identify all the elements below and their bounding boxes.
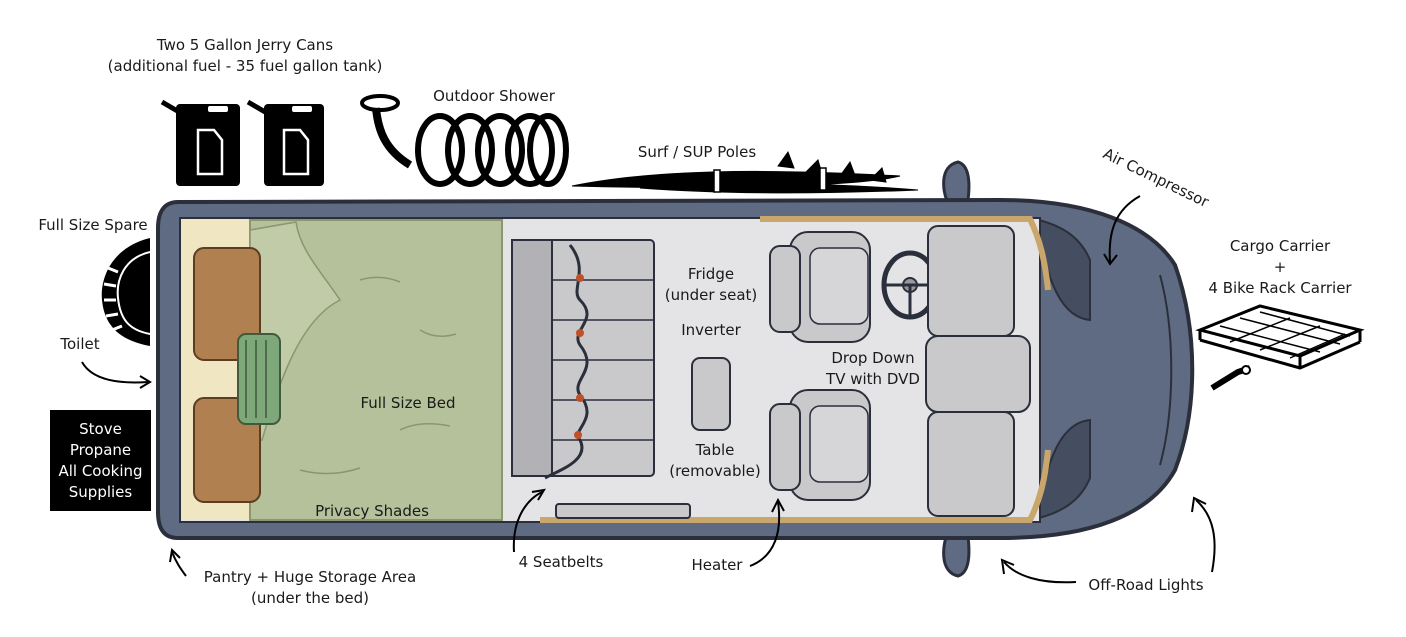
label-cargo-carrier-line2: 4 Bike Rack Carrier [1208,279,1352,297]
windshield-lower [1028,418,1091,522]
label-jerry-cans-line1: Two 5 Gallon Jerry Cans [156,36,334,54]
front-seat-bottom [769,389,871,501]
label-surf-poles: Surf / SUP Poles [637,143,757,161]
buckle-3 [576,394,584,402]
label-fridge-line2: (under seat) [664,286,758,304]
label-heater: Heater [691,556,743,574]
stove-box-line2: Propane [69,440,132,459]
trim-bottom [540,449,1051,523]
pillow-top [193,247,261,361]
label-fridge-line1: Fridge [687,265,735,283]
label-cargo-carrier-line1: Cargo Carrier [1229,237,1331,255]
bench-backrest [511,239,553,477]
label-privacy-shades: Privacy Shades [315,502,429,520]
cushion [237,333,281,425]
label-drop-down-tv: Drop Down TV with DVD [812,348,934,390]
trim-top [760,216,1051,291]
surfboard-icon [571,150,919,194]
hose-icon [360,94,569,187]
stove-box-line1: Stove [79,419,122,438]
label-table: Table (removable) [660,440,770,482]
table [691,357,731,431]
stove-box-line4: Supplies [68,482,133,501]
label-full-size-bed: Full Size Bed [360,394,456,412]
label-pantry: Pantry + Huge Storage Area (under the be… [190,567,430,609]
label-pantry-line2: (under the bed) [250,589,370,607]
label-inverter: Inverter [681,321,741,339]
label-jerry-cans-line2: (additional fuel - 35 fuel gallon tank) [107,57,383,75]
cushion-stripes [245,340,267,418]
arrow-icon [1191,496,1216,573]
label-toilet: Toilet [60,335,100,353]
bench-lines [552,279,654,441]
label-pantry-line1: Pantry + Huge Storage Area [203,568,417,586]
arrow-icon [1000,558,1077,584]
label-seatbelts: 4 Seatbelts [518,553,604,571]
arrow-icon [749,497,785,567]
spare-tire-icon [101,238,151,346]
seatbelt-strap [544,244,589,480]
label-air-compressor: Air Compressor [1100,144,1212,211]
jerry-can-icon [160,99,240,186]
label-table-line1: Table [695,441,735,459]
arrow-icon [1103,195,1141,266]
bed-creases [299,276,457,475]
stove-propane-box: Stove Propane All Cooking Supplies [50,410,151,511]
label-drop-down-line2: TV with DVD [826,370,920,388]
label-jerry-cans: Two 5 Gallon Jerry Cans (additional fuel… [90,35,400,77]
label-outdoor-shower: Outdoor Shower [433,87,555,105]
step [555,503,691,519]
label-fridge: Fridge (under seat) [656,264,766,306]
label-table-line2: (removable) [669,462,761,480]
buckle-2 [576,329,584,337]
buckle-1 [576,274,584,282]
arrow-icon [512,488,546,553]
stove-box-line3: All Cooking [58,461,143,480]
label-cargo-carrier: Cargo Carrier + 4 Bike Rack Carrier [1190,236,1370,299]
arrow-icon [169,547,187,577]
front-seat-top [769,231,871,343]
bike-rack-icon [1195,304,1365,391]
hood-line [1159,274,1173,466]
label-drop-down-line1: Drop Down [831,349,915,367]
label-off-road-lights: Off-Road Lights [1088,576,1204,594]
arrow-icon [81,361,152,389]
dashboard [925,225,1031,517]
label-full-size-spare: Full Size Spare [38,216,148,234]
buckle-4 [574,431,582,439]
jerry-can-icon [246,99,324,186]
windshield [1028,216,1091,322]
label-cargo-carrier-plus: + [1273,258,1287,276]
